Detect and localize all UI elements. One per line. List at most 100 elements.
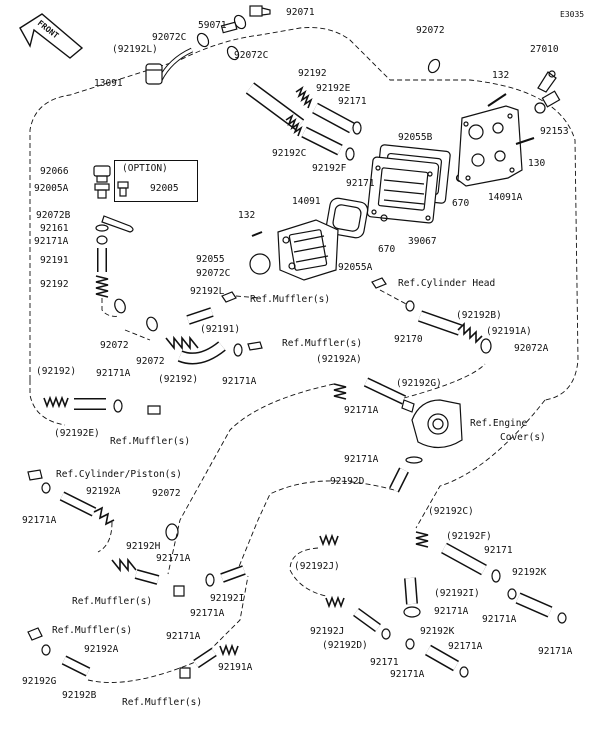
dashed-guide-line [379,289,409,306]
part-label: 92171 [346,178,375,189]
part-label: (92192C) [428,506,474,517]
part-label: 14091A [488,192,523,203]
part-label: (92192J) [294,561,340,572]
part-label: 39067 [408,236,437,247]
part-label: 92072 [152,488,181,499]
part-label: 27010 [530,44,559,55]
fitting-icon [27,627,43,641]
part-label: 92055A [338,262,373,273]
front-arrow-icon [19,13,84,59]
part-label: 92171A [222,376,257,387]
part-label: 92171A [390,669,425,680]
part-label: 92191 [40,255,69,266]
option-box [114,160,198,202]
dashed-guide-line [29,380,66,426]
hose-icon [353,609,381,631]
clamp-icon [427,58,441,74]
hose-icon [186,308,214,324]
part-label: 92055B [398,132,433,143]
hose-icon [178,342,225,363]
clamp-icon [491,569,501,583]
sensor-27010-icon [537,70,557,93]
part-label: 92055 [196,254,225,265]
part-label: 13091 [94,78,123,89]
spring-icon [219,643,239,657]
part-label: 92192L [190,286,225,297]
bolt-132-icon [251,231,263,237]
part-label: 92153 [540,126,569,137]
part-label: (92192) [158,374,199,385]
part-label: 92171 [338,96,367,107]
hose-icon [425,646,459,670]
cap-13091-icon [145,63,163,85]
oring-icon [405,456,423,464]
clamp-icon [114,298,126,314]
fitting-92005-icon [117,181,129,197]
part-label: 92171A [34,236,69,247]
clamp-icon [146,316,158,332]
fitting-icon [27,469,43,481]
part-label: 92192H [126,541,161,552]
clamp-icon [165,523,179,541]
part-label: (92192G) [396,378,442,389]
part-label: 92171A [22,515,57,526]
reference-label: Ref.Muffler(s) [250,294,331,305]
part-label: (92192E) [54,428,100,439]
part-label: 92171A [344,454,379,465]
part-label: 92192G [22,676,57,687]
hose-icon [418,311,462,335]
dashed-guide-line [124,329,151,341]
dashed-guide-line [101,298,121,317]
part-label: 92171A [156,553,191,564]
part-label: 132 [238,210,256,221]
clamp-icon [113,399,123,413]
part-label: 92192B [62,690,97,701]
fitting-icon [371,277,387,289]
clamp-icon [459,666,469,678]
part-label: 92171A [190,608,225,619]
clamp-icon [557,612,567,624]
part-label: 92192I [210,593,245,604]
part-label: 92072C [234,50,269,61]
hose-icon [60,492,96,516]
clamp-icon [381,628,391,640]
hose-icon [405,577,417,605]
clamp-icon [96,235,108,245]
part-label: 92192E [316,83,351,94]
spring-icon [43,395,69,409]
part-label: (92192D) [322,640,368,651]
hose-icon [220,566,246,582]
clamp-icon [233,343,243,357]
fitting-icon [403,606,421,618]
part-label: (92192B) [456,310,502,321]
hose-icon [364,378,406,404]
part-label: 132 [492,70,510,81]
part-label: 92171A [344,405,379,416]
part-label: 92170 [394,334,423,345]
part-label: 92192 [298,68,327,79]
engine-cover-fitting-icon [411,399,463,449]
part-label: (92192F) [446,531,492,542]
clamp-icon [405,638,415,650]
option-label: (OPTION) [122,163,168,174]
cap-92066-icon [93,165,111,183]
clamp-icon [233,14,247,30]
part-label: (92192I) [434,588,480,599]
spring-icon [111,557,137,573]
dashed-guide-line [415,399,546,529]
oring-670-icon [380,214,388,222]
part-label: 92072B [36,210,71,221]
clamp-icon [405,300,415,312]
clamp-icon [41,644,51,656]
part-label: 92072C [152,32,187,43]
dashed-guide-line [29,27,579,401]
fitting-icon [173,585,185,597]
fitting-icon [221,291,237,303]
reference-label: Ref.Muffler(s) [122,697,203,708]
part-label: 92192A [86,486,121,497]
fitting-92005a-icon [94,183,110,199]
washer-92161-icon [95,224,109,232]
hose-icon [157,47,194,82]
fitting-92071-icon [249,5,271,17]
